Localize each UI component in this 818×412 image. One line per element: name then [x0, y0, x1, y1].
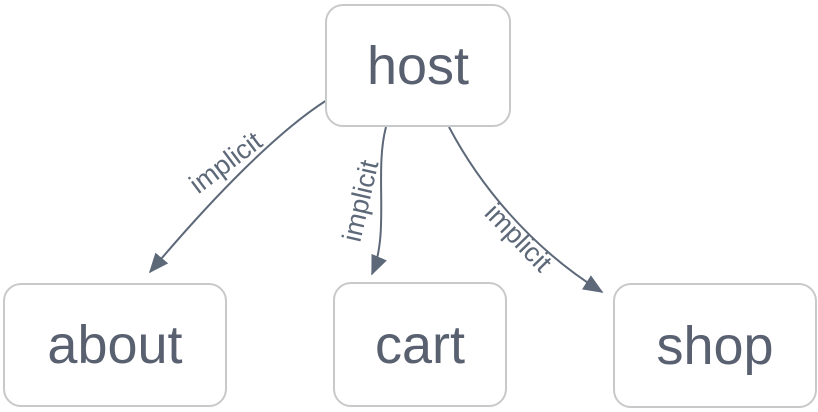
node-host-label: host [366, 35, 470, 96]
node-about: about [3, 283, 227, 407]
edge-host-about [148, 99, 328, 274]
edge-label-host-cart: implicit [336, 157, 385, 245]
node-cart-label: cart [374, 314, 466, 375]
node-shop-label: shop [656, 315, 774, 376]
node-about-label: about [47, 315, 183, 375]
node-host: host [325, 4, 511, 127]
node-cart: cart [333, 282, 507, 407]
edge-label-host-about: implicit [183, 125, 268, 200]
edge-label-host-shop: implicit [478, 197, 558, 278]
node-shop: shop [613, 283, 817, 408]
